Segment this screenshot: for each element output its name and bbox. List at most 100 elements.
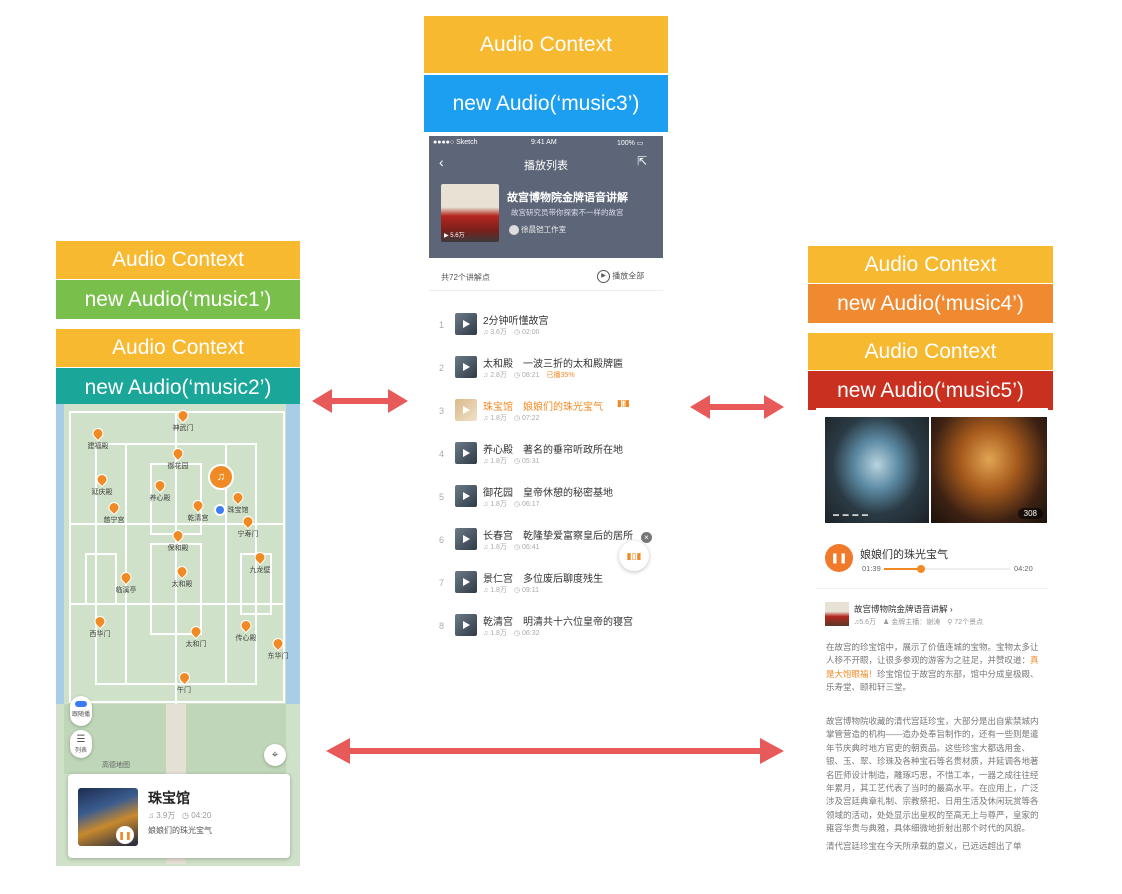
playlist-row[interactable]: 4 养心殿 著名的垂帘听政所在地 ♫ 1.8万 ◷ 05:31 <box>429 435 663 478</box>
map-poi[interactable]: 御花园 <box>168 445 189 471</box>
floating-player-button[interactable]: ▮▯▮ <box>619 541 649 571</box>
double-arrow-middle-right <box>690 395 784 419</box>
card-title: 珠宝馆 <box>148 790 190 806</box>
playlist-row[interactable]: 5 御花园 皇帝休憩的秘密基地 ♫ 1.8万 ◷ 06:17 <box>429 478 663 521</box>
playlist-row[interactable]: 2 太和殿 一波三折的太和殿牌匾 ♫ 2.8万 ◷ 08:21 已播35% <box>429 349 663 392</box>
album-link[interactable]: 故宫博物院金牌语音讲解 › <box>854 604 953 614</box>
row-title: 乾清宫 明清共十六位皇帝的寝宫 <box>483 617 633 628</box>
map-poi[interactable]: 建福殿 <box>88 425 109 451</box>
headphone-active-icon[interactable]: ♫ <box>208 464 234 490</box>
map-poi[interactable]: 延庆殿 <box>92 471 113 497</box>
divider <box>816 588 1048 589</box>
row-thumbnail <box>455 528 477 550</box>
row-number: 2 <box>439 363 445 373</box>
playlist-row[interactable]: 6 长春宫 乾隆挚爱富察皇后的居所 ♫ 1.8万 ◷ 06:41 <box>429 521 663 564</box>
location-dot-icon <box>214 504 226 516</box>
map-poi[interactable]: 太和殿 <box>172 563 193 589</box>
map-poi[interactable]: 西华门 <box>90 613 111 639</box>
row-progress: 已播35% <box>546 372 575 379</box>
map-poi[interactable]: 东华门 <box>268 635 289 661</box>
play-circle-icon: ▶ <box>597 270 610 283</box>
playing-bars-icon: ▮▯▮ <box>617 398 630 408</box>
playlist-row[interactable]: 1 2分钟听懂故宫 ♫ 3.6万 ◷ 02:00 <box>429 306 663 349</box>
music2-audio-label: new Audio(‘music2’) <box>56 368 300 408</box>
map-poi[interactable]: 太和门 <box>186 623 207 649</box>
clock-icon: ◷ <box>182 811 190 820</box>
map-poi[interactable]: 保和殿 <box>168 527 189 553</box>
map-poi[interactable]: 养心殿 <box>150 477 171 503</box>
row-number: 3 <box>439 406 445 416</box>
row-thumbnail <box>455 399 477 421</box>
double-arrow-left-right <box>326 738 784 764</box>
album-cover: ▶ 5.6万 <box>441 184 499 242</box>
back-icon[interactable]: ‹ <box>439 154 444 170</box>
map-poi[interactable]: 临溪亭 <box>116 569 137 595</box>
list-icon: ☰ <box>76 734 86 745</box>
status-battery: 100% ▭ <box>617 140 644 147</box>
audio-bars-icon: ▮▯▮ <box>626 550 642 561</box>
carousel-dots: ▬ ▬ ▬ ▬ <box>833 512 870 518</box>
list-button[interactable]: ☰ 列表 <box>70 730 92 758</box>
map-attribution: 高德地图 <box>102 762 130 769</box>
list-label: 列表 <box>74 748 87 754</box>
row-number: 5 <box>439 492 445 502</box>
locate-button[interactable]: ⌖ <box>264 744 286 766</box>
row-meta: ♫ 1.8万 ◷ 05:31 <box>483 458 540 465</box>
play-all-button[interactable]: ▶ 播放全部 <box>597 270 644 283</box>
row-title: 太和殿 一波三折的太和殿牌匾 <box>483 359 623 370</box>
map-poi[interactable]: 午门 <box>176 669 192 695</box>
row-number: 4 <box>439 449 445 459</box>
map-poi[interactable]: 珠宝馆 <box>228 489 249 515</box>
row-thumbnail <box>455 442 477 464</box>
exhibit-photo-carousel[interactable]: ▬ ▬ ▬ ▬ 308 <box>825 417 1047 523</box>
map-poi[interactable]: 传心殿 <box>236 617 257 643</box>
map-poi[interactable]: 神武门 <box>173 407 194 433</box>
map-poi[interactable]: 九龙壁 <box>250 549 271 575</box>
row-title: 景仁宫 多位废后聊度残生 <box>483 574 603 585</box>
playlist-row-active[interactable]: 3 珠宝馆 娘娘们的珠光宝气 ▮▯▮ ♫ 1.8万 ◷ 07:22 <box>429 392 663 435</box>
row-number: 7 <box>439 578 445 588</box>
album-meta: ♫5.6万 ♟ 金牌主播：谢涛 ⚲ 72个景点 <box>854 619 984 626</box>
row-number: 6 <box>439 535 445 545</box>
music5-audio-label: new Audio(‘music5’) <box>808 371 1053 410</box>
audio-context-label-2: Audio Context <box>56 329 300 367</box>
audio-context-label-5: Audio Context <box>808 333 1053 370</box>
map-poi[interactable]: 乾清宫 <box>188 497 209 523</box>
nav-title: 播放列表 <box>524 160 568 172</box>
row-title: 2分钟听懂故宫 <box>483 316 549 327</box>
double-arrow-left-middle <box>312 389 408 413</box>
progress-knob[interactable] <box>916 565 925 573</box>
playlist-row[interactable]: 8 乾清宫 明清共十六位皇帝的寝宫 ♫ 1.8万 ◷ 06:32 <box>429 607 663 642</box>
close-icon[interactable]: × <box>641 532 652 543</box>
row-thumbnail <box>455 614 477 636</box>
cover-count: ▶ 5.6万 <box>444 233 465 239</box>
map-poi[interactable]: 宁寿门 <box>238 513 259 539</box>
row-thumbnail <box>455 356 477 378</box>
elapsed-time: 01:39 <box>862 564 881 573</box>
row-number: 8 <box>439 621 445 631</box>
album-thumbnail <box>825 602 849 626</box>
crosshair-icon: ⌖ <box>271 748 279 761</box>
card-plays: 3.9万 <box>156 811 176 820</box>
count-label: 共72个讲解点 <box>441 273 490 282</box>
progress-track[interactable] <box>884 565 1010 573</box>
chevron-right-icon: › <box>949 604 953 614</box>
row-meta: ♫ 1.8万 ◷ 06:17 <box>483 501 540 508</box>
description-paragraph: 清代宫廷珍宝在今天所承载的意义，已远远超出了单 <box>826 841 1022 851</box>
card-subtitle: 娘娘们的珠光宝气 <box>148 826 212 835</box>
progress-fill <box>884 568 921 570</box>
map-poi[interactable]: 慈宁宫 <box>104 499 125 525</box>
row-title: 养心殿 著名的垂帘听政所在地 <box>483 445 623 456</box>
playlist-row[interactable]: 7 景仁宫 多位废后聊度残生 ♫ 1.8万 ◷ 09:11 <box>429 564 663 607</box>
share-icon[interactable]: ⇱ <box>637 154 648 168</box>
row-title: 御花园 皇帝休憩的秘密基地 <box>483 488 613 499</box>
pause-icon[interactable]: ❚❚ <box>116 826 134 844</box>
pause-button[interactable]: ❚❚ <box>825 544 853 572</box>
row-meta: ♫ 1.8万 ◷ 06:32 <box>483 630 540 637</box>
follow-play-toggle[interactable]: 跟随播 <box>70 696 92 726</box>
toggle-switch-icon <box>75 701 87 707</box>
now-playing-card[interactable]: ❚❚ 珠宝馆 ♫ 3.9万 ◷ 04:20 娘娘们的珠光宝气 <box>68 774 290 858</box>
row-meta: ♫ 3.6万 ◷ 02:00 <box>483 329 540 336</box>
row-title: 长春宫 乾隆挚爱富察皇后的居所 <box>483 531 633 542</box>
photo-count: 308 <box>1017 508 1043 519</box>
